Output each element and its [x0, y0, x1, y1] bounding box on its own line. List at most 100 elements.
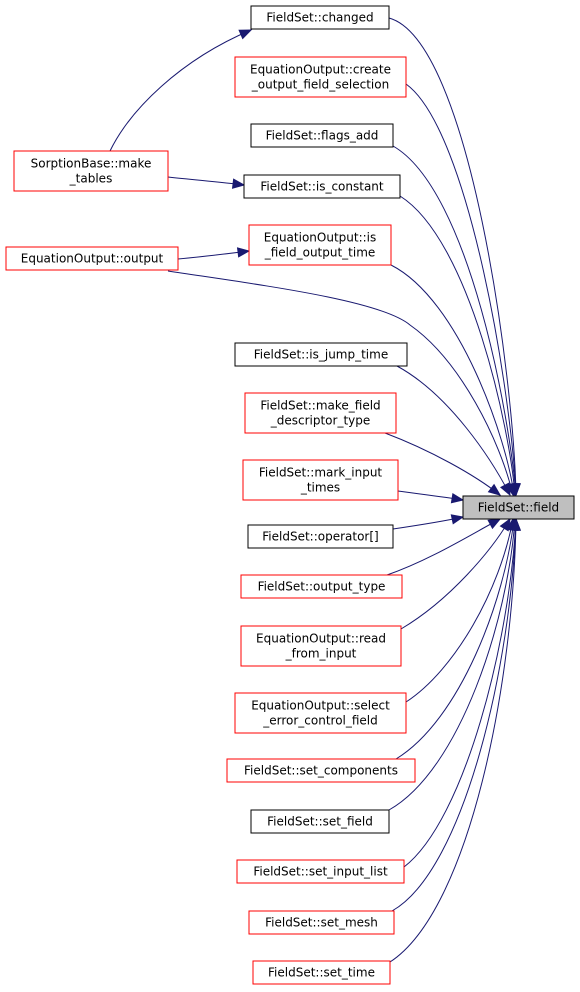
node-eq-output[interactable]: EquationOutput::output: [5, 246, 179, 271]
node-label-line: FieldSet::is_constant: [260, 180, 384, 194]
node-box: [462, 495, 575, 520]
node-set-mesh[interactable]: FieldSet::set_mesh: [248, 910, 395, 935]
node-box: [226, 758, 416, 783]
edge-set_mesh-to-field: [391, 517, 521, 912]
node-label-line: FieldSet::operator[]: [262, 530, 378, 544]
node-label-line: _error_control_field: [262, 714, 378, 728]
arrowhead: [236, 247, 251, 258]
node-box: [242, 459, 399, 501]
node-label-line: _field_output_time: [264, 246, 376, 260]
edge-flags_add-to-field: [392, 145, 521, 497]
node-box: [240, 625, 402, 667]
node-label-line: FieldSet::set_mesh: [265, 916, 378, 930]
edge-read_from_input-to-field: [400, 517, 511, 630]
edge-line: [384, 432, 501, 496]
edge-line: [399, 195, 516, 496]
node-label-line: _output_field_selection: [251, 78, 389, 92]
node-box: [244, 392, 397, 434]
edge-operator-to-field: [392, 514, 465, 530]
node-set-input-list[interactable]: FieldSet::set_input_list: [236, 859, 405, 884]
node-box: [247, 524, 394, 549]
node-mark-input-times[interactable]: FieldSet::mark_input_times: [242, 459, 399, 501]
node-create-output[interactable]: EquationOutput::create_output_field_sele…: [234, 56, 407, 98]
node-box: [248, 224, 392, 266]
node-label-line: EquationOutput::read: [256, 632, 386, 646]
node-box: [5, 246, 179, 271]
arrowhead: [231, 178, 246, 189]
node-label-line: SorptionBase::make: [31, 157, 152, 171]
edge-line: [386, 518, 501, 576]
node-set-time[interactable]: FieldSet::set_time: [252, 960, 391, 985]
arrowhead: [500, 482, 511, 497]
node-box: [250, 809, 390, 834]
edge-line: [405, 518, 514, 703]
node-is-jump-time[interactable]: FieldSet::is_jump_time: [234, 342, 408, 367]
node-label-line: FieldSet::mark_input: [259, 466, 383, 480]
edge-line: [395, 518, 515, 760]
call-graph-edges: [109, 17, 522, 963]
node-label-line: FieldSet::set_field: [267, 815, 373, 829]
call-graph-nodes: FieldSet::changedEquationOutput::create_…: [5, 5, 575, 985]
node-make-field-descriptor[interactable]: FieldSet::make_field_descriptor_type: [244, 392, 397, 434]
node-label-line: FieldSet::field: [478, 501, 559, 515]
edge-output_type-to-field: [386, 518, 502, 576]
edge-sorption-to-changed: [109, 29, 253, 152]
node-label-line: FieldSet::flags_add: [266, 129, 379, 143]
node-box: [234, 56, 407, 98]
edge-line: [391, 518, 517, 912]
node-box: [240, 574, 403, 599]
arrowhead: [510, 517, 522, 531]
edge-make_field_descriptor-to-field: [384, 432, 502, 496]
node-operator[interactable]: FieldSet::operator[]: [247, 524, 394, 549]
node-label-line: FieldSet::output_type: [258, 580, 386, 594]
edge-is_constant-to-field: [399, 195, 520, 497]
node-label-line: EquationOutput::is: [264, 231, 377, 245]
edge-line: [405, 83, 517, 496]
node-box: [13, 150, 169, 192]
node-box: [250, 5, 390, 30]
edge-eq_output-to-is_field_output_time: [177, 247, 251, 260]
node-changed[interactable]: FieldSet::changed: [250, 5, 390, 30]
node-box: [243, 174, 401, 199]
node-label-line: FieldSet::make_field: [260, 399, 380, 413]
node-box: [248, 910, 395, 935]
edge-line: [389, 518, 517, 963]
node-set-field[interactable]: FieldSet::set_field: [250, 809, 390, 834]
node-label-line: FieldSet::set_components: [244, 764, 398, 778]
node-is-constant[interactable]: FieldSet::is_constant: [243, 174, 401, 199]
node-label-line: FieldSet::set_time: [268, 966, 375, 980]
edge-is_jump_time-to-field: [396, 365, 511, 497]
edge-set_components-to-field: [395, 517, 518, 760]
node-label-line: EquationOutput::output: [21, 252, 164, 266]
node-is-field-output-time[interactable]: EquationOutput::is_field_output_time: [248, 224, 392, 266]
edge-line: [400, 518, 511, 630]
edge-line: [403, 518, 517, 868]
edge-line: [388, 518, 516, 811]
node-select-error[interactable]: EquationOutput::select_error_control_fie…: [234, 692, 407, 734]
node-label-line: FieldSet::is_jump_time: [254, 348, 388, 362]
node-read-from-input[interactable]: EquationOutput::read_from_input: [240, 625, 402, 667]
node-sorption[interactable]: SorptionBase::make_tables: [13, 150, 169, 192]
edge-line: [390, 264, 515, 496]
arrowhead: [450, 514, 465, 525]
edge-line: [396, 365, 511, 496]
edge-line: [392, 145, 517, 496]
edge-select_error-to-field: [405, 517, 516, 703]
node-label-line: _tables: [69, 172, 113, 186]
edge-set_time-to-field: [389, 517, 522, 963]
node-label-line: EquationOutput::create: [250, 63, 391, 77]
node-field[interactable]: FieldSet::field: [462, 495, 575, 520]
edge-line: [388, 17, 517, 496]
node-flags-add[interactable]: FieldSet::flags_add: [250, 123, 394, 148]
node-label-line: FieldSet::set_input_list: [253, 865, 388, 879]
edge-set_input_list-to-field: [403, 517, 521, 868]
arrowhead: [450, 493, 465, 504]
node-set-components[interactable]: FieldSet::set_components: [226, 758, 416, 783]
node-output-type[interactable]: FieldSet::output_type: [240, 574, 403, 599]
edge-line: [109, 29, 252, 152]
arrowhead: [238, 29, 253, 40]
edge-line: [167, 270, 514, 496]
node-box: [234, 342, 408, 367]
node-box: [252, 960, 391, 985]
